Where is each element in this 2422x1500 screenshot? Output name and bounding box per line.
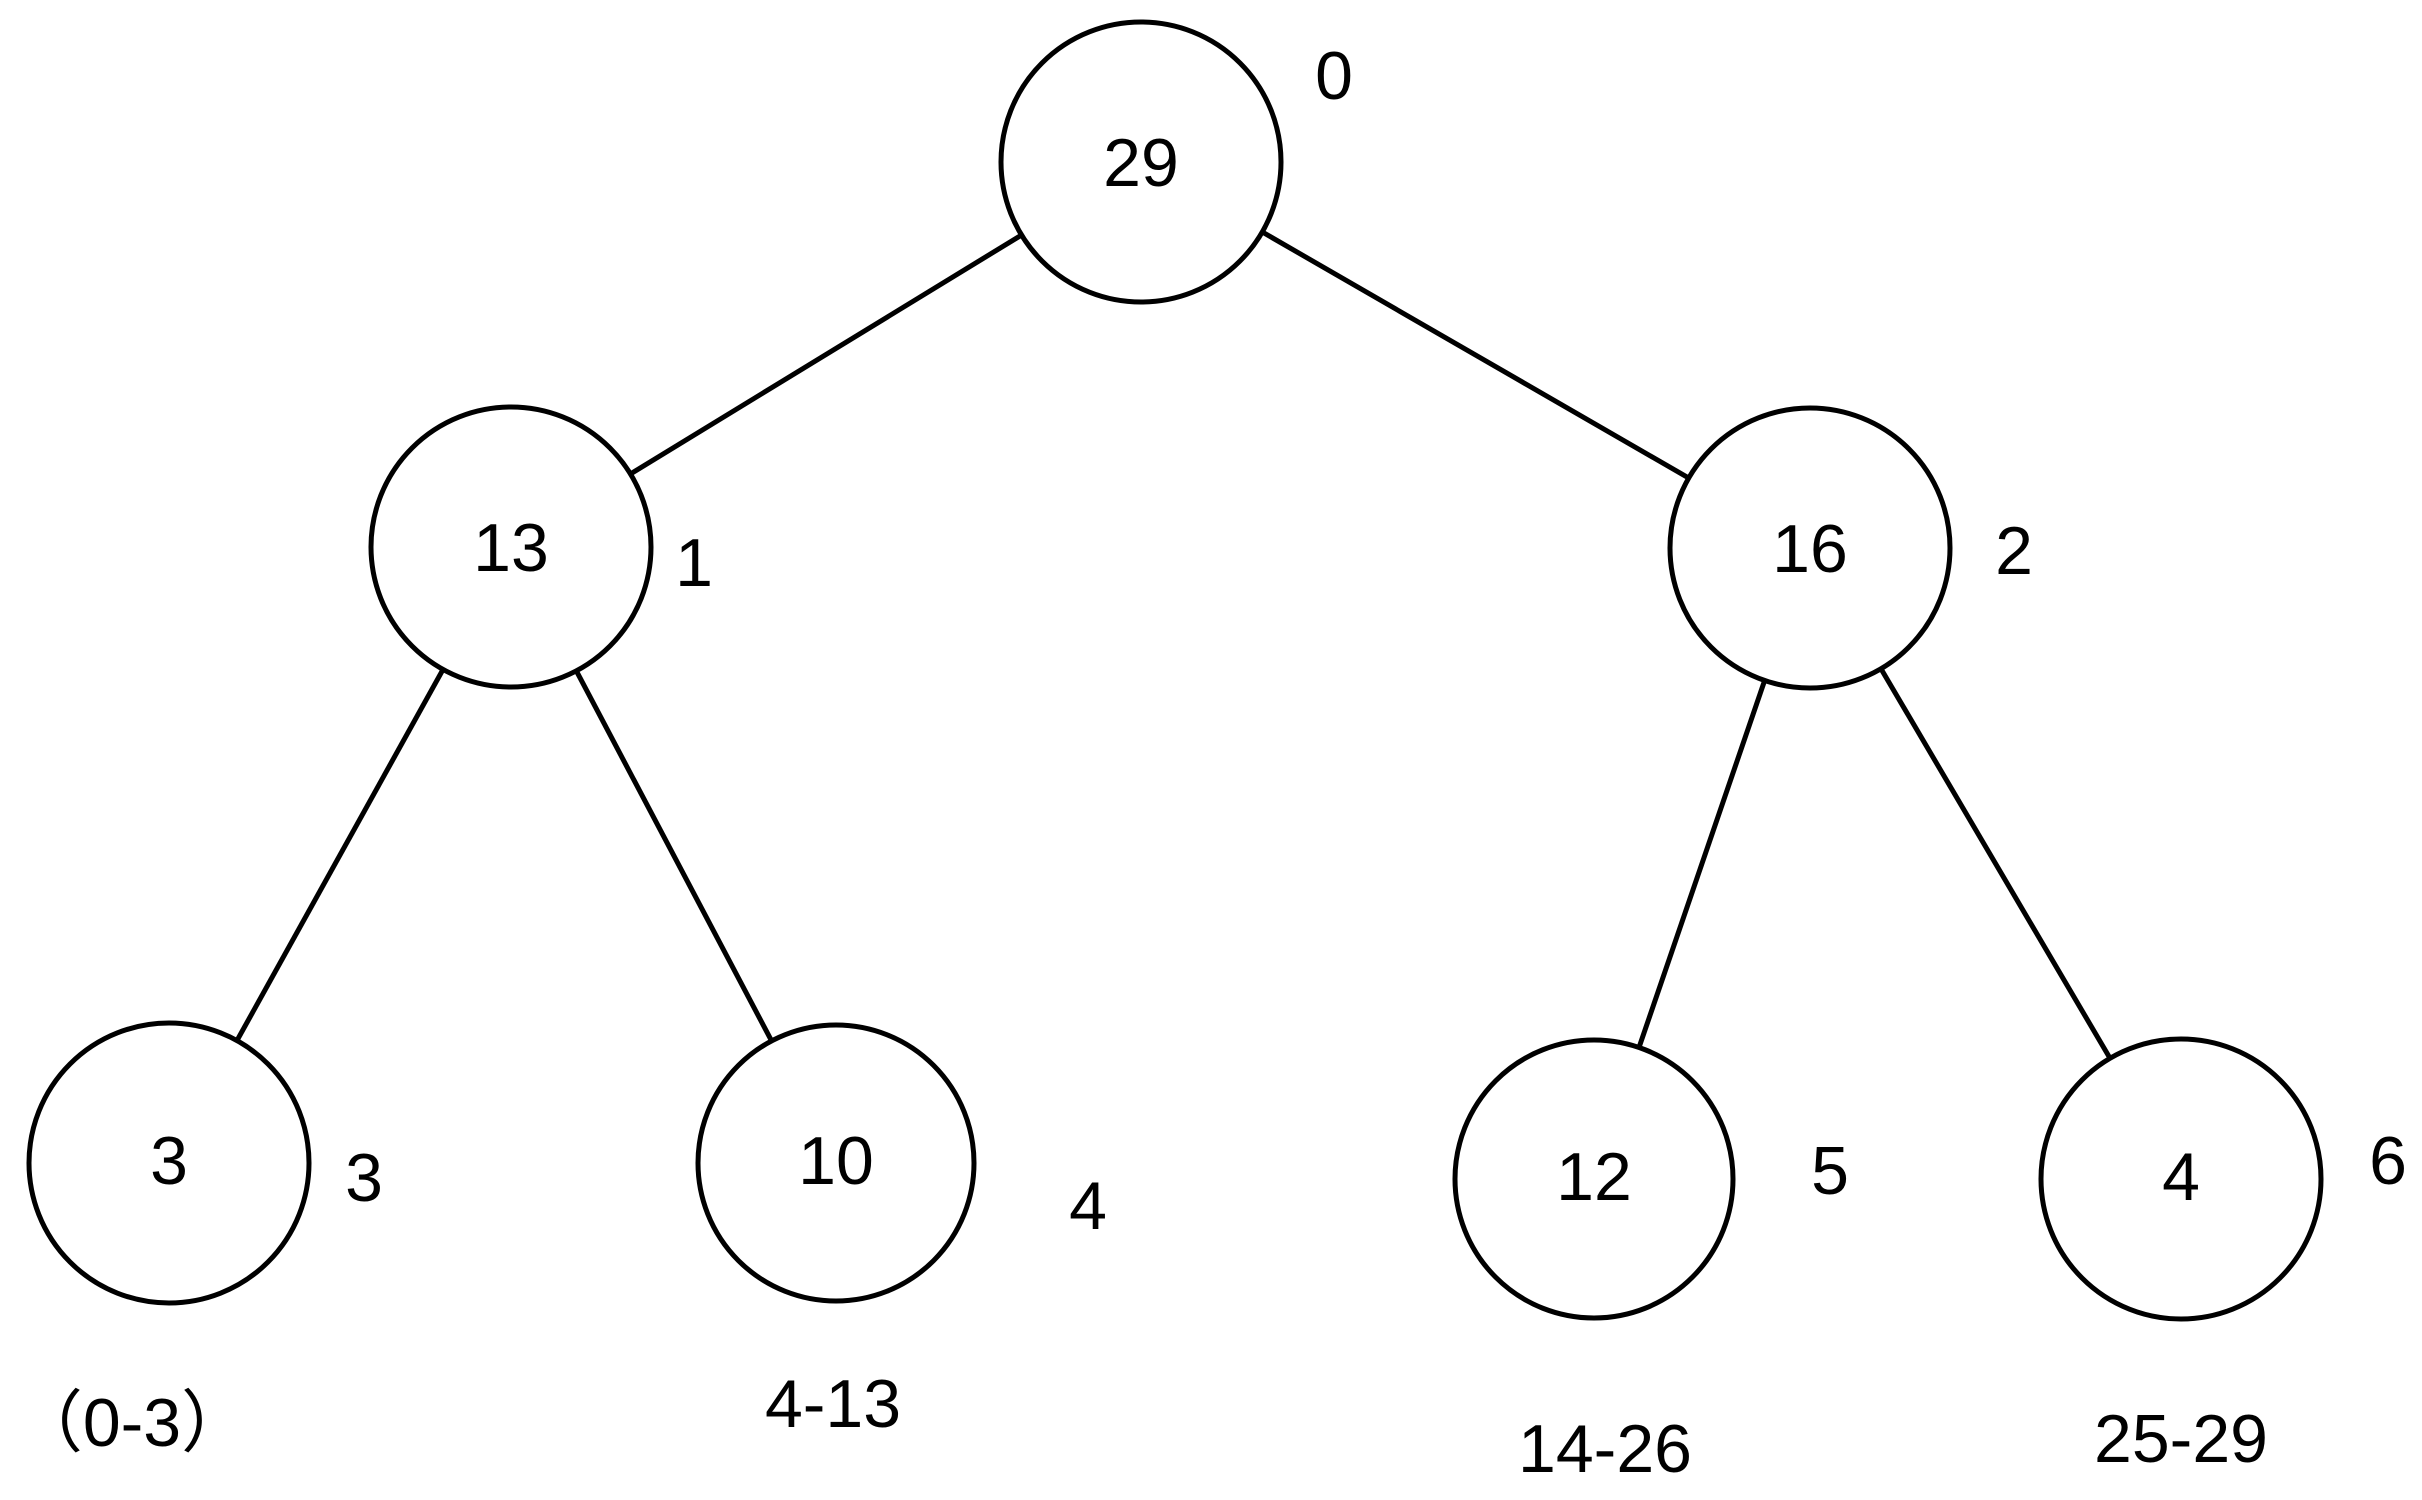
- node-index-2: 2: [1995, 513, 2033, 589]
- node-range-3: （0-3）: [15, 1385, 249, 1461]
- node-index-5: 5: [1811, 1133, 1849, 1209]
- node-range-5: 14-26: [1518, 1411, 1692, 1487]
- node-value-5: 12: [1556, 1139, 1632, 1215]
- node-range-4: 4-13: [765, 1366, 901, 1442]
- node-index-1: 1: [675, 525, 713, 601]
- node-value-2: 16: [1772, 511, 1848, 587]
- node-circle-2: [1667, 405, 1953, 691]
- tree-leaf-range-labels: （0-3） 4-13 14-26 25-29: [15, 1366, 2268, 1487]
- node-value-1: 13: [473, 510, 549, 586]
- node-value-0: 29: [1103, 125, 1179, 201]
- node-value-6: 4: [2162, 1139, 2200, 1215]
- tree-node-circles: [26, 19, 2324, 1322]
- node-circle-5: [1452, 1037, 1736, 1321]
- tree-node-values: 29 13 16 3 10 12 4: [150, 125, 2200, 1215]
- node-circle-0: [998, 19, 1284, 305]
- node-index-6: 6: [2369, 1123, 2407, 1199]
- node-range-6: 25-29: [2094, 1401, 2268, 1477]
- tree-node-index-labels: 0 1 2 3 4 5 6: [345, 38, 2407, 1244]
- node-value-4: 10: [798, 1123, 874, 1199]
- node-index-4: 4: [1069, 1168, 1107, 1244]
- node-circle-6: [2038, 1036, 2324, 1322]
- node-index-0: 0: [1315, 38, 1353, 114]
- node-circle-3: [26, 1020, 312, 1306]
- node-value-3: 3: [150, 1123, 188, 1199]
- node-circle-1: [368, 404, 654, 690]
- node-index-3: 3: [345, 1140, 383, 1216]
- node-circle-4: [695, 1022, 977, 1304]
